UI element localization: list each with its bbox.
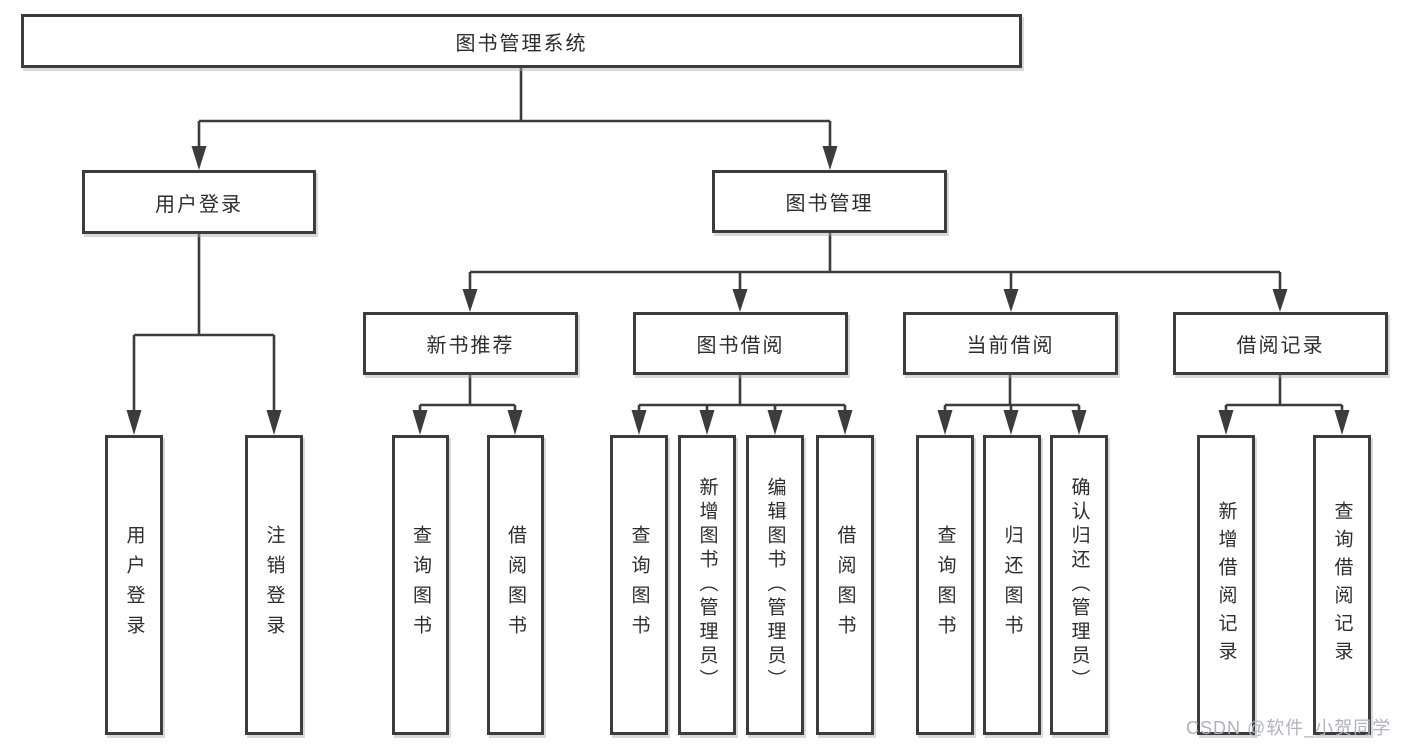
leaf-borrow-books-recommend: 借阅图书 (487, 435, 544, 735)
leaf-query-books-borrow-label: 查询图书 (628, 525, 650, 645)
node-book-borrow-label: 图书借阅 (696, 335, 785, 357)
leaf-confirm-return-admin-label: 确认归还（管理员） (1068, 477, 1090, 693)
leaf-query-books-recommend: 查询图书 (392, 435, 449, 735)
node-book-borrow: 图书借阅 (633, 312, 848, 375)
node-book-management-label: 图书管理 (785, 193, 874, 215)
leaf-edit-book-admin: 编辑图书（管理员） (746, 435, 804, 735)
leaf-query-books-borrow: 查询图书 (610, 435, 668, 735)
leaf-return-book: 归还图书 (983, 435, 1041, 735)
leaf-query-borrow-record-label: 查询借阅记录 (1331, 501, 1353, 669)
node-root-label: 图书管理系统 (455, 32, 588, 55)
leaf-borrow-books-borrow-label: 借阅图书 (834, 525, 856, 645)
leaf-return-book-label: 归还图书 (1001, 525, 1023, 645)
leaf-logout-label: 注销登录 (263, 525, 285, 645)
watermark-text: CSDN @软件_小贺同学 (1186, 718, 1392, 738)
leaf-add-borrow-record: 新增借阅记录 (1197, 435, 1255, 735)
leaf-add-book-admin: 新增图书（管理员） (678, 435, 736, 735)
leaf-edit-book-admin-label: 编辑图书（管理员） (764, 477, 786, 693)
leaf-query-books-current: 查询图书 (916, 435, 974, 735)
node-borrow-records: 借阅记录 (1173, 312, 1388, 375)
leaf-query-borrow-record: 查询借阅记录 (1313, 435, 1371, 735)
leaf-logout: 注销登录 (245, 435, 303, 735)
node-root: 图书管理系统 (21, 14, 1022, 68)
leaf-user-login-label: 用户登录 (123, 525, 145, 645)
leaf-query-books-recommend-label: 查询图书 (410, 525, 431, 645)
leaf-query-books-current-label: 查询图书 (934, 525, 956, 645)
node-current-borrow-label: 当前借阅 (966, 335, 1055, 357)
node-borrow-records-label: 借阅记录 (1236, 335, 1325, 357)
node-current-borrow: 当前借阅 (903, 312, 1118, 375)
node-new-book-recommend-label: 新书推荐 (426, 335, 515, 357)
node-user-login: 用户登录 (82, 170, 316, 234)
node-book-management: 图书管理 (712, 170, 947, 233)
leaf-add-book-admin-label: 新增图书（管理员） (696, 477, 718, 693)
leaf-add-borrow-record-label: 新增借阅记录 (1215, 501, 1237, 669)
node-new-book-recommend: 新书推荐 (363, 312, 578, 375)
leaf-borrow-books-recommend-label: 借阅图书 (505, 525, 526, 645)
leaf-borrow-books-borrow: 借阅图书 (816, 435, 874, 735)
leaf-confirm-return-admin: 确认归还（管理员） (1050, 435, 1108, 735)
leaf-user-login: 用户登录 (105, 435, 163, 735)
node-user-login-label: 用户登录 (155, 193, 243, 216)
